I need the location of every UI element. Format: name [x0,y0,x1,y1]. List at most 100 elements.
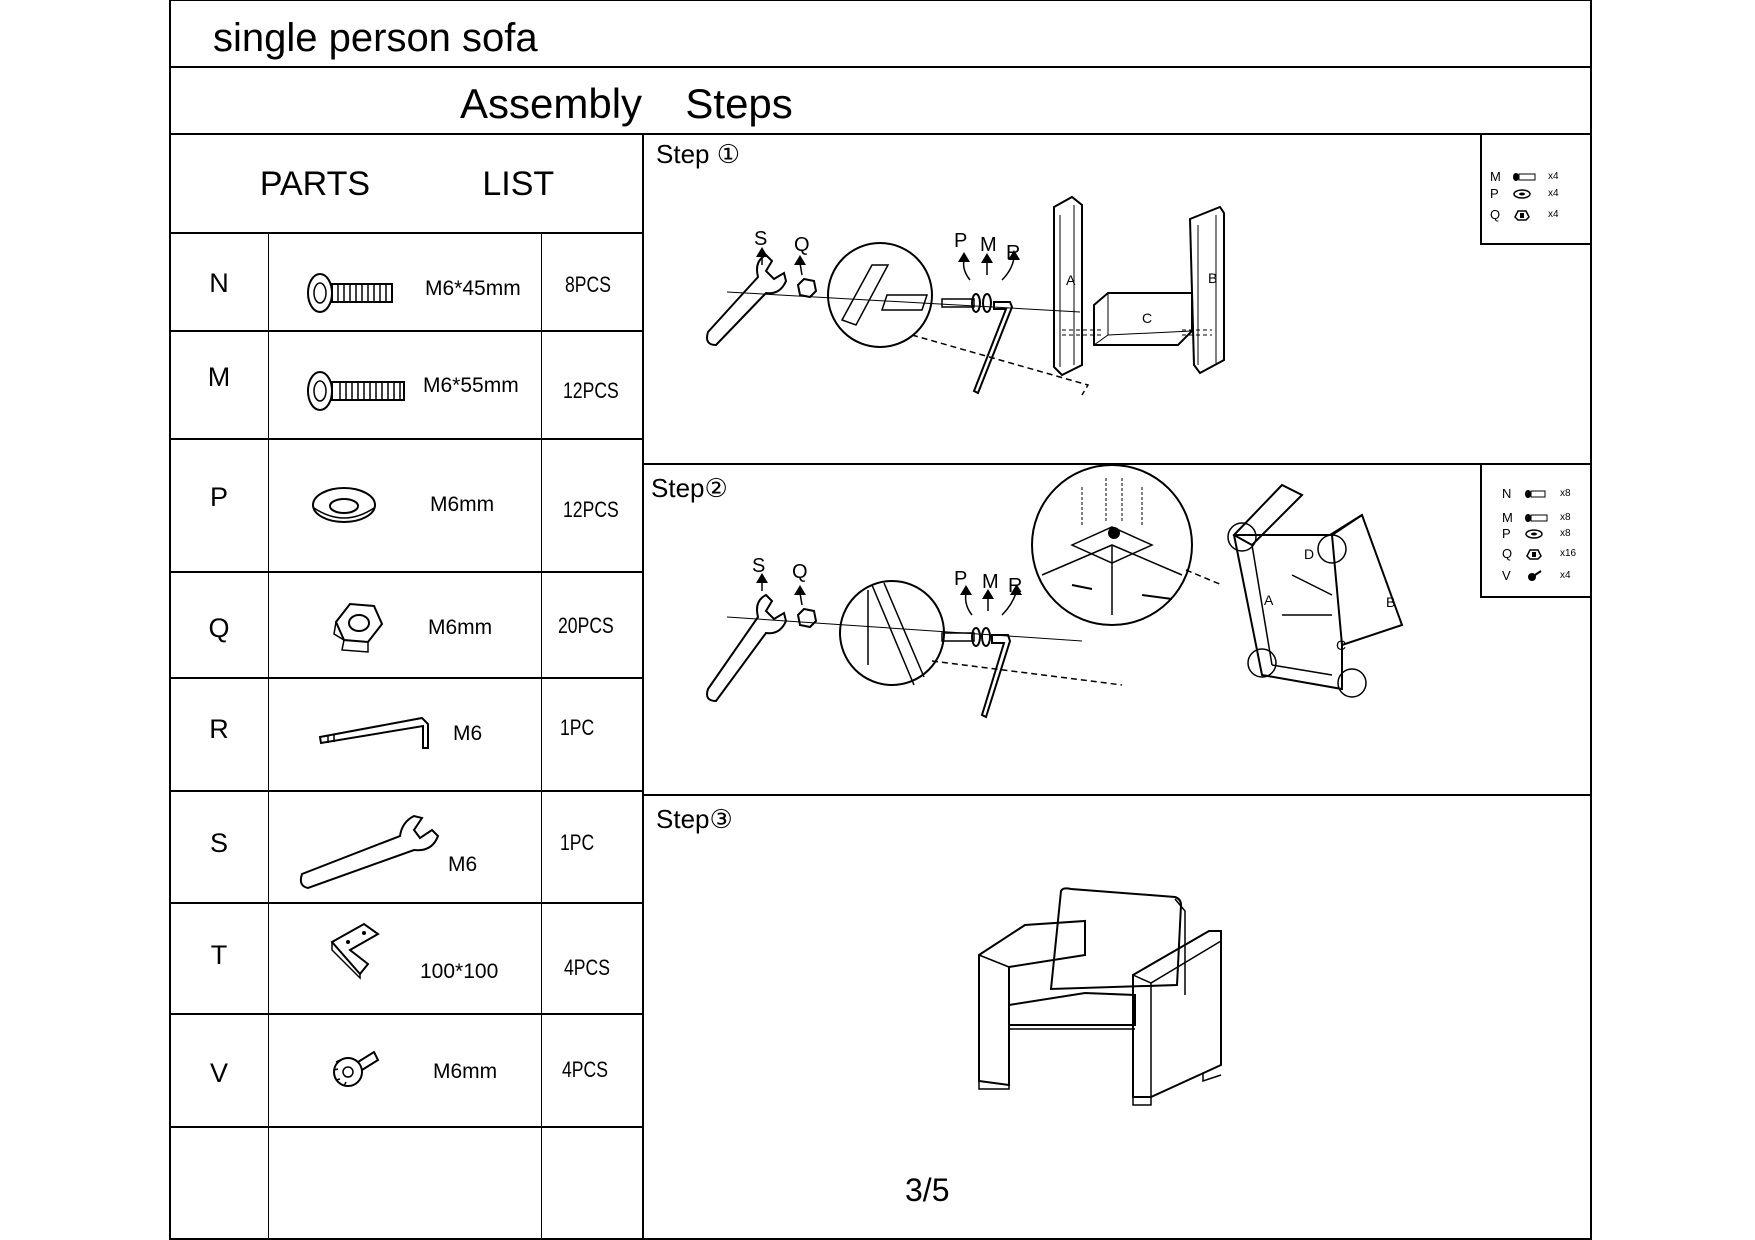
step-2-diagram: S Q P M R A B C D [706,464,1404,719]
document-title: single person sofa [213,16,538,60]
step2-divider [642,794,1592,796]
thumb-screw-icon [333,1050,380,1087]
step-1-diagram: S Q P M R A B C [706,195,1225,396]
hardware-row: M x4 [1490,169,1559,184]
thumb-screw-icon [1528,569,1542,581]
frame-top [170,0,1592,1]
allen-key-icon [972,301,1014,395]
step-2-hardware-box: N x8 M x8 P x8 Q x16 V x4 [1480,464,1592,598]
frame-left [169,0,171,1240]
part-size: M6 [448,853,478,876]
parts-row-divider [169,790,643,792]
part-letter: M [207,362,231,392]
callout-label: Q [792,561,808,583]
hardware-row: Q x4 [1490,207,1559,222]
bolt-long-icon [1513,172,1536,181]
part-letter: P [209,482,228,512]
callout-label: Q [794,234,810,256]
parts-row-divider [169,438,643,440]
bolt-long-icon [1525,513,1548,522]
wrench-icon [299,814,440,890]
hardware-qty: x8 [1560,512,1571,523]
callout-label: R [1006,242,1020,264]
part-qty: 4PCS [562,1057,608,1082]
part-letter: R [209,714,229,744]
parts-list-heading: PARTS LIST [259,164,555,203]
panel-label: C [1142,310,1152,326]
parts-column-divider [642,133,644,1240]
bolt-short-icon [1525,489,1546,498]
corner-bracket-icon [330,922,380,980]
hex-nut-icon [333,602,384,653]
hardware-row: P x8 [1502,526,1571,541]
part-size: 100*100 [420,960,499,983]
part-qty: 12PCS [563,378,619,403]
step-3-label: Step③ [656,804,733,834]
hardware-letter: P [1502,526,1511,541]
panel-label: B [1386,594,1395,610]
wrench-icon [706,593,788,703]
bolt-long-icon [307,371,405,411]
hardware-qty: x4 [1548,209,1559,220]
step1-divider [642,463,1592,465]
panel-label: A [1066,272,1076,288]
allen-key-icon [318,716,429,749]
bolt-short-icon [307,273,393,313]
hardware-row: M x8 [1502,510,1571,525]
hex-nut-icon [796,277,818,299]
hardware-qty: x4 [1548,188,1559,199]
panel-label: C [1336,637,1346,653]
part-qty: 20PCS [558,613,614,638]
panel-label: D [1304,546,1314,562]
washer-icon [312,487,376,523]
washer-icon [1513,188,1531,199]
hardware-qty: x8 [1560,488,1571,499]
part-size: M6mm [428,616,493,639]
callout-label: M [982,571,999,593]
parts-row-divider [169,571,643,573]
part-letter: S [209,828,228,858]
part-size: M6 [453,722,483,745]
step-1-label: Step ① [656,139,741,169]
hardware-row: Q x16 [1502,546,1576,561]
callout-label: S [754,228,767,250]
parts-row-divider [169,1013,643,1015]
sofa-illustration [978,887,1222,1106]
part-qty: 1PC [560,715,595,740]
allen-key-icon [980,634,1012,719]
part-qty: 12PCS [563,497,619,522]
part-letter: V [209,1058,228,1088]
step-1-hardware-box: M x4 P x4 Q x4 [1480,133,1592,245]
hardware-row: P x4 [1490,186,1559,201]
parts-qty-col [541,232,542,1240]
part-qty: 8PCS [565,272,611,297]
part-letter: T [210,940,228,970]
frame-right [1590,0,1592,1240]
part-qty: 1PC [560,830,595,855]
title-divider [169,66,1592,68]
hardware-qty: x4 [1548,171,1559,182]
part-size: M6mm [433,1060,498,1083]
parts-letter-col [268,232,269,1240]
parts-row-divider [169,902,643,904]
hardware-letter: M [1490,169,1501,184]
page-number: 3/5 [905,1172,950,1208]
heading-divider [169,133,1592,135]
wrench-icon [706,253,788,347]
frame-bottom [169,1238,1592,1240]
hex-nut-icon [796,607,818,629]
callout-label: M [980,234,997,256]
hardware-row: V x4 [1502,568,1571,583]
hardware-letter: Q [1502,546,1513,561]
hardware-letter: N [1502,486,1512,501]
part-size: M6*45mm [425,277,521,300]
callout-label: P [954,230,967,252]
hardware-qty: x8 [1560,528,1571,539]
part-size: M6*55mm [423,374,519,397]
step-2-label: Step② [651,473,728,503]
part-letter: Q [208,613,230,643]
hardware-letter: M [1502,510,1513,525]
hardware-qty: x4 [1560,570,1571,581]
hardware-letter: V [1502,568,1511,583]
panel-label: A [1264,592,1274,608]
